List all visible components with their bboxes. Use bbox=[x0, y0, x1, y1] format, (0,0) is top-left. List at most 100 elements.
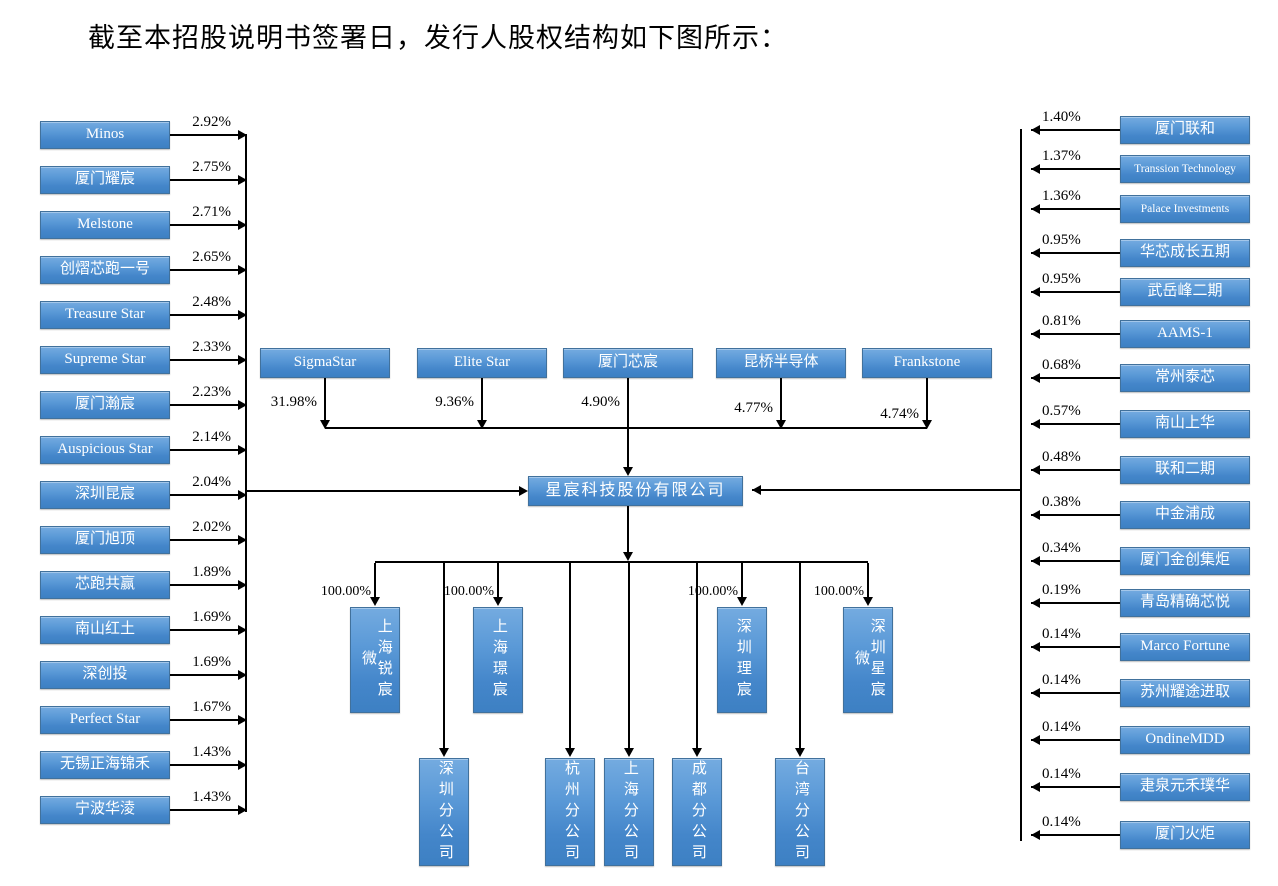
ownership-percent-label: 0.34% bbox=[1042, 540, 1081, 556]
ownership-percent-label: 2.92% bbox=[192, 114, 231, 130]
connector-line bbox=[867, 563, 869, 599]
shareholder-box: Marco Fortune bbox=[1120, 633, 1250, 661]
arrowhead bbox=[238, 535, 247, 545]
connector-line bbox=[1031, 291, 1120, 293]
company-box: 星宸科技股份有限公司 bbox=[528, 476, 743, 506]
shareholder-box: 厦门瀚宸 bbox=[40, 391, 170, 419]
arrowhead bbox=[1031, 164, 1040, 174]
arrowhead bbox=[565, 748, 575, 757]
ownership-percent-label: 0.57% bbox=[1042, 403, 1081, 419]
arrowhead bbox=[238, 715, 247, 725]
arrowhead bbox=[1031, 782, 1040, 792]
arrowhead bbox=[370, 597, 380, 606]
ownership-percent-label: 2.04% bbox=[192, 474, 231, 490]
arrowhead bbox=[1031, 248, 1040, 258]
shareholder-box: 疌泉元禾璞华 bbox=[1120, 773, 1250, 801]
shareholder-box: AAMS-1 bbox=[1120, 320, 1250, 348]
ownership-percent-label: 0.14% bbox=[1042, 672, 1081, 688]
connector-line bbox=[443, 563, 445, 750]
connector-line bbox=[628, 563, 630, 750]
arrowhead bbox=[922, 420, 932, 429]
arrowhead bbox=[1031, 419, 1040, 429]
ownership-percent-label: 100.00% bbox=[687, 584, 738, 599]
arrowhead bbox=[863, 597, 873, 606]
arrowhead bbox=[493, 597, 503, 606]
ownership-percent-label: 1.40% bbox=[1042, 109, 1081, 125]
connector-line bbox=[1031, 469, 1120, 471]
shareholder-box: 芯跑共赢 bbox=[40, 571, 170, 599]
connector-line bbox=[627, 506, 629, 553]
arrowhead bbox=[238, 445, 247, 455]
connector-line bbox=[170, 809, 240, 811]
connector-line bbox=[627, 378, 629, 467]
connector-line bbox=[926, 378, 928, 420]
connector-line bbox=[170, 134, 240, 136]
arrowhead bbox=[238, 265, 247, 275]
shareholder-box: 厦门金创集炬 bbox=[1120, 547, 1250, 575]
shareholder-box: Elite Star bbox=[417, 348, 547, 378]
shareholder-box: Transsion Technology bbox=[1120, 155, 1250, 183]
shareholder-box: 厦门旭顶 bbox=[40, 526, 170, 554]
ownership-percent-label: 0.81% bbox=[1042, 313, 1081, 329]
arrowhead bbox=[238, 760, 247, 770]
ownership-percent-label: 1.69% bbox=[192, 609, 231, 625]
arrowhead bbox=[238, 355, 247, 365]
shareholder-box: SigmaStar bbox=[260, 348, 390, 378]
shareholder-box: 联和二期 bbox=[1120, 456, 1250, 484]
branch-box: 台湾分公司 bbox=[775, 758, 825, 866]
connector-line bbox=[170, 269, 240, 271]
ownership-percent-label: 0.14% bbox=[1042, 719, 1081, 735]
branch-box: 上海分公司 bbox=[604, 758, 654, 866]
shareholder-box: 苏州耀途进取 bbox=[1120, 679, 1250, 707]
shareholder-box: Minos bbox=[40, 121, 170, 149]
shareholder-box: 南山上华 bbox=[1120, 410, 1250, 438]
ownership-percent-label: 1.37% bbox=[1042, 148, 1081, 164]
shareholder-box: 华芯成长五期 bbox=[1120, 239, 1250, 267]
ownership-percent-label: 4.77% bbox=[734, 400, 773, 416]
branch-box: 成都分公司 bbox=[672, 758, 722, 866]
connector-line bbox=[497, 563, 499, 599]
arrowhead bbox=[1031, 688, 1040, 698]
ownership-percent-label: 0.68% bbox=[1042, 357, 1081, 373]
arrowhead bbox=[238, 670, 247, 680]
connector-line bbox=[170, 584, 240, 586]
connector-line bbox=[1031, 168, 1120, 170]
arrowhead bbox=[238, 130, 247, 140]
shareholder-box: 厦门联和 bbox=[1120, 116, 1250, 144]
ownership-percent-label: 0.14% bbox=[1042, 626, 1081, 642]
connector-line bbox=[1031, 423, 1120, 425]
ownership-percent-label: 1.69% bbox=[192, 654, 231, 670]
ownership-percent-label: 2.65% bbox=[192, 249, 231, 265]
ownership-percent-label: 0.19% bbox=[1042, 582, 1081, 598]
connector-line bbox=[752, 489, 1022, 491]
connector-line bbox=[1031, 333, 1120, 335]
ownership-percent-label: 1.67% bbox=[192, 699, 231, 715]
arrowhead bbox=[238, 220, 247, 230]
shareholder-box: 厦门芯宸 bbox=[563, 348, 693, 378]
arrowhead bbox=[238, 310, 247, 320]
subsidiary-box: 深圳理宸 bbox=[717, 607, 767, 713]
connector-line bbox=[374, 563, 376, 599]
shareholder-box: Frankstone bbox=[862, 348, 992, 378]
ownership-percent-label: 2.71% bbox=[192, 204, 231, 220]
connector-line bbox=[170, 764, 240, 766]
connector-line bbox=[569, 563, 571, 750]
ownership-percent-label: 100.00% bbox=[813, 584, 864, 599]
ownership-percent-label: 0.14% bbox=[1042, 814, 1081, 830]
ownership-percent-label: 2.23% bbox=[192, 384, 231, 400]
ownership-percent-label: 1.89% bbox=[192, 564, 231, 580]
connector-line bbox=[170, 314, 240, 316]
ownership-percent-label: 2.75% bbox=[192, 159, 231, 175]
connector-line bbox=[170, 404, 240, 406]
ownership-percent-label: 1.43% bbox=[192, 744, 231, 760]
connector-line bbox=[1031, 739, 1120, 741]
arrowhead bbox=[519, 486, 528, 496]
shareholder-box: Treasure Star bbox=[40, 301, 170, 329]
shareholder-box: OndineMDD bbox=[1120, 726, 1250, 754]
ownership-percent-label: 31.98% bbox=[270, 394, 317, 410]
arrowhead bbox=[1031, 735, 1040, 745]
connector-line bbox=[1031, 602, 1120, 604]
shareholder-box: 厦门火炬 bbox=[1120, 821, 1250, 849]
arrowhead bbox=[1031, 287, 1040, 297]
